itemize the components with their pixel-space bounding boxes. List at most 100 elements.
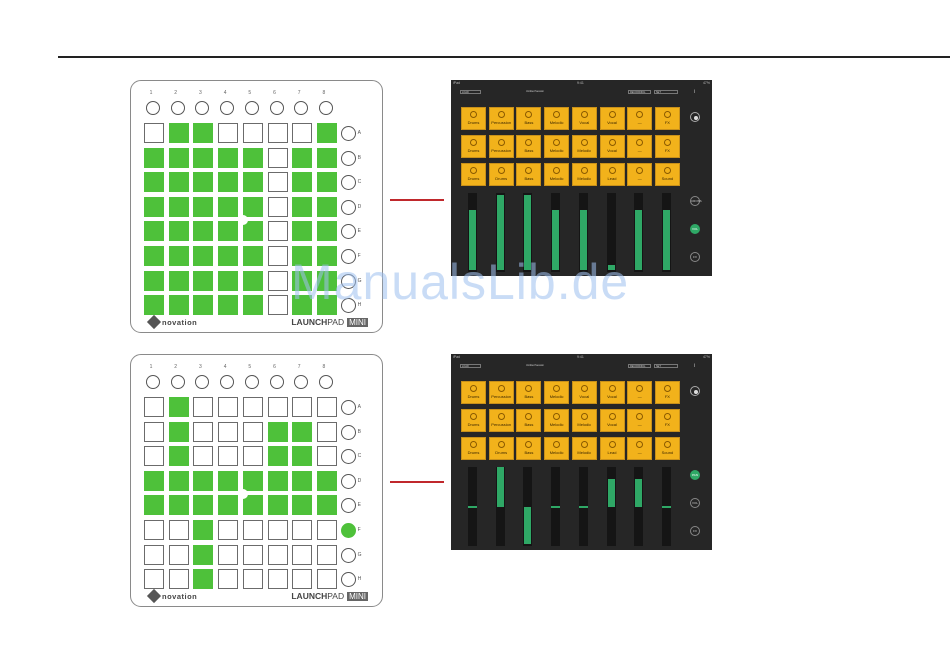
sample-cell[interactable]: Percussion (488, 135, 514, 158)
grid-pad[interactable] (267, 270, 288, 291)
grid-pad[interactable] (193, 520, 214, 540)
sample-cell[interactable]: Drums (461, 163, 486, 186)
scene-button[interactable] (340, 547, 356, 563)
sample-cell[interactable]: Sound (654, 163, 680, 186)
grid-pad[interactable] (292, 123, 313, 143)
grid-pad[interactable] (168, 270, 189, 291)
grid-pad[interactable] (292, 295, 313, 316)
grid-pad[interactable] (242, 421, 263, 442)
top-round-button[interactable] (146, 375, 160, 389)
sample-cell[interactable]: Bass (516, 163, 542, 186)
grid-pad[interactable] (316, 397, 337, 417)
grid-pad[interactable] (168, 221, 189, 242)
top-round-button[interactable] (220, 101, 235, 115)
grid-pad[interactable] (144, 421, 164, 442)
sample-cell[interactable]: Drums (461, 135, 486, 158)
grid-pad[interactable] (144, 397, 164, 417)
grid-pad[interactable] (267, 446, 288, 467)
sample-cell[interactable]: — (627, 107, 653, 130)
grid-pad[interactable] (316, 172, 337, 193)
sample-cell[interactable]: Bass (516, 437, 542, 460)
channel-fader[interactable] (634, 193, 644, 272)
grid-pad[interactable] (267, 470, 288, 491)
grid-pad[interactable] (242, 495, 263, 516)
sample-cell[interactable]: Vocal (599, 409, 625, 432)
grid-pad[interactable] (292, 569, 313, 590)
grid-pad[interactable] (267, 196, 288, 217)
grid-pad[interactable] (316, 470, 337, 491)
grid-pad[interactable] (292, 172, 313, 193)
sample-cell[interactable]: Sound (654, 437, 680, 460)
top-round-button[interactable] (318, 101, 333, 115)
scene-button[interactable] (340, 273, 356, 289)
sample-cell[interactable]: — (627, 163, 653, 186)
channel-fader[interactable] (495, 467, 505, 546)
grid-pad[interactable] (316, 270, 337, 291)
grid-pad[interactable] (316, 221, 337, 242)
grid-pad[interactable] (242, 270, 263, 291)
grid-pad[interactable] (316, 196, 337, 217)
grid-pad[interactable] (144, 295, 164, 316)
grid-pad[interactable] (267, 147, 288, 168)
set-button[interactable]: SET (654, 364, 678, 368)
grid-pad[interactable] (316, 520, 337, 540)
grid-pad[interactable] (316, 544, 337, 565)
top-round-button[interactable] (269, 375, 284, 389)
sample-cell[interactable]: FX (654, 381, 680, 404)
grid-pad[interactable] (144, 569, 164, 590)
grid-pad[interactable] (242, 544, 263, 565)
grid-pad[interactable] (218, 397, 239, 417)
top-round-button[interactable] (146, 101, 160, 115)
sample-cell[interactable]: Melodic (544, 381, 570, 404)
grid-pad[interactable] (292, 246, 313, 266)
sample-cell[interactable]: Drums (461, 409, 486, 432)
channel-fader[interactable] (495, 193, 505, 272)
grid-pad[interactable] (168, 246, 189, 266)
grid-pad[interactable] (316, 569, 337, 590)
top-round-button[interactable] (195, 375, 210, 389)
sample-cell[interactable]: Drums (461, 381, 486, 404)
sample-cell[interactable]: — (627, 381, 653, 404)
top-round-button[interactable] (318, 375, 333, 389)
grid-pad[interactable] (193, 196, 214, 217)
grid-pad[interactable] (242, 147, 263, 168)
grid-pad[interactable] (267, 544, 288, 565)
grid-pad[interactable] (242, 295, 263, 316)
grid-pad[interactable] (168, 569, 189, 590)
scene-button[interactable] (340, 224, 356, 240)
scene-button[interactable] (340, 249, 356, 264)
grid-pad[interactable] (168, 544, 189, 565)
grid-pad[interactable] (292, 544, 313, 565)
mode-button[interactable]: FX (690, 252, 700, 262)
grid-pad[interactable] (168, 295, 189, 316)
grid-pad[interactable] (193, 421, 214, 442)
grid-pad[interactable] (168, 446, 189, 467)
grid-pad[interactable] (193, 397, 214, 417)
scene-button[interactable] (340, 424, 356, 440)
grid-pad[interactable] (193, 470, 214, 491)
record-button[interactable] (690, 112, 700, 122)
top-round-button[interactable] (244, 101, 259, 115)
sample-cell[interactable]: Melodic (571, 437, 597, 460)
sample-cell[interactable]: Vocal (571, 107, 597, 130)
scene-button[interactable] (340, 400, 356, 415)
grid-pad[interactable] (218, 470, 239, 491)
grid-pad[interactable] (218, 295, 239, 316)
sample-cell[interactable]: Bass (516, 107, 542, 130)
sample-cell[interactable]: — (627, 409, 653, 432)
grid-pad[interactable] (144, 196, 164, 217)
grid-pad[interactable] (193, 123, 214, 143)
grid-pad[interactable] (267, 569, 288, 590)
grid-pad[interactable] (267, 221, 288, 242)
top-round-button[interactable] (195, 101, 210, 115)
grid-pad[interactable] (168, 196, 189, 217)
mode-button[interactable]: CROSS (690, 196, 702, 206)
channel-fader[interactable] (606, 193, 616, 272)
record-button[interactable] (690, 386, 700, 396)
grid-pad[interactable] (292, 196, 313, 217)
sample-cell[interactable]: Melodic (544, 135, 570, 158)
grid-pad[interactable] (144, 520, 164, 540)
recording-button[interactable]: RECORDING (628, 90, 651, 94)
top-round-button[interactable] (170, 375, 185, 389)
grid-pad[interactable] (242, 520, 263, 540)
